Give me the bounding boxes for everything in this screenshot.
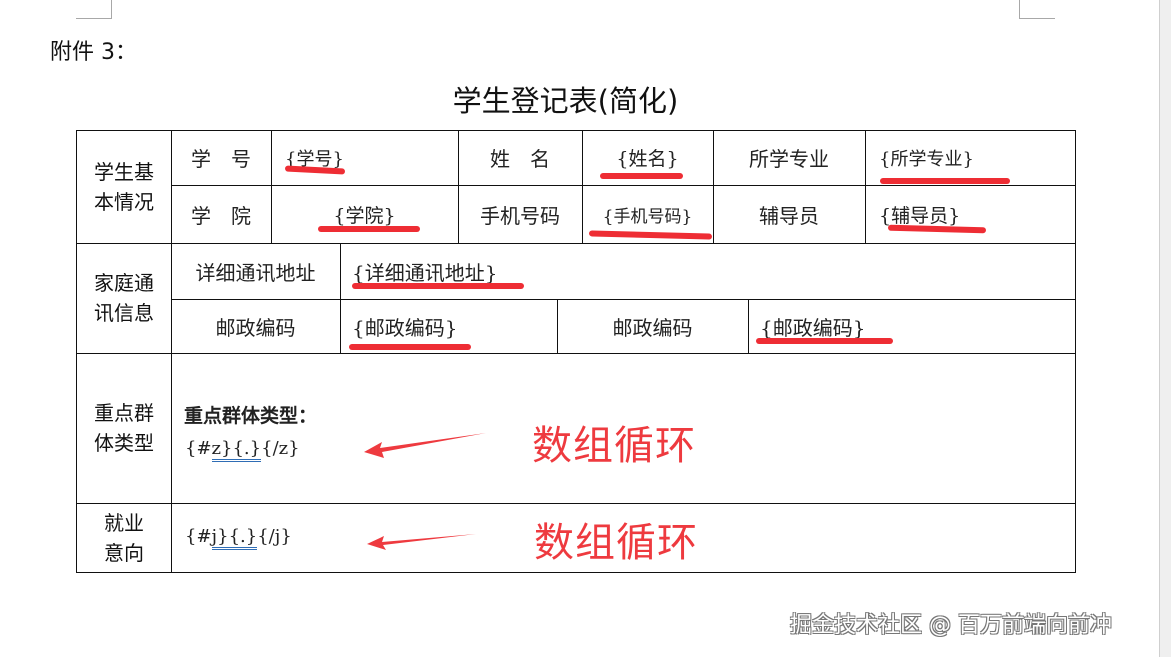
key-group-loop-template[interactable]: {#z}{.}{/z} (185, 438, 300, 462)
student-id-label: 学 号 (191, 147, 251, 171)
annotation-underline (600, 173, 683, 179)
table-line (713, 130, 715, 243)
address-field[interactable]: {详细通讯地址} (352, 260, 498, 285)
annotation-underline (756, 338, 893, 344)
loop-close: {/j} (257, 526, 292, 547)
loop-open: {# (185, 526, 212, 547)
name-field[interactable]: {姓名} (616, 148, 679, 170)
table-line (557, 299, 559, 353)
annotation-underline (318, 226, 420, 232)
annotation-underline (352, 283, 524, 289)
postcode-label-1: 邮政编码 (215, 315, 296, 340)
phone-field[interactable]: {手机号码} (602, 206, 693, 227)
table-border-right (1075, 130, 1077, 573)
table-line (748, 299, 750, 353)
table-line (171, 299, 1076, 301)
table-line (865, 130, 867, 243)
document-title: 学生登记表(简化) (452, 84, 679, 118)
table-line (458, 130, 460, 243)
postcode-label-2: 邮政编码 (612, 315, 693, 340)
page-corner-mark-right (1019, 0, 1055, 19)
student-id-field[interactable]: {学号} (285, 148, 344, 170)
major-label: 所学专业 (749, 147, 829, 171)
counselor-field[interactable]: {辅导员} (879, 204, 961, 227)
college-field[interactable]: {学院} (333, 204, 396, 227)
annotation-underline (349, 344, 471, 350)
annotation-underline (880, 178, 1010, 184)
name-label: 姓 名 (490, 147, 550, 171)
arrow-left-icon (364, 433, 486, 458)
table-border-top (76, 130, 1076, 132)
college-label: 学 院 (191, 203, 251, 228)
arrow-left-icon (367, 534, 476, 550)
address-label: 详细通讯地址 (195, 260, 316, 285)
table-line (76, 503, 1076, 505)
table-line (171, 185, 1076, 187)
loop-item: {.} (232, 438, 262, 462)
counselor-label: 辅导员 (759, 203, 819, 228)
loop-item: {.} (228, 526, 258, 550)
loop-var: z} (211, 438, 233, 462)
table-line (76, 353, 1076, 355)
key-group-heading: 重点群体类型： (184, 405, 318, 427)
scrollbar-track[interactable] (1159, 0, 1171, 657)
postcode-field-2[interactable]: {邮政编码} (760, 315, 866, 340)
loop-close: {/z} (261, 438, 300, 459)
table-line (271, 130, 273, 243)
attachment-label: 附件 3： (50, 40, 137, 65)
table-line (582, 130, 584, 243)
annotation-array-loop: 数组循环 (532, 423, 696, 469)
section-employment: 就业意向 (104, 510, 144, 565)
section-basic-info: 学生基本情况 (94, 159, 154, 214)
table-line (340, 243, 342, 353)
employment-loop-template[interactable]: {#j}{.}{/j} (185, 526, 292, 550)
table-border-left (76, 130, 78, 573)
loop-var: j} (211, 526, 229, 550)
postcode-field-1[interactable]: {邮政编码} (352, 315, 458, 340)
section-key-group: 重点群体类型 (94, 401, 154, 455)
phone-label: 手机号码 (480, 203, 560, 228)
table-border-bottom (76, 572, 1076, 574)
major-field[interactable]: {所学专业} (879, 148, 974, 170)
section-family-contact: 家庭通讯信息 (94, 271, 154, 325)
table-line (171, 130, 173, 573)
watermark: 掘金技术社区 @ 百万前端向前冲 (790, 613, 1112, 638)
loop-open: {# (185, 438, 212, 459)
table-line (76, 243, 1076, 245)
annotation-array-loop: 数组循环 (534, 520, 698, 566)
page-corner-mark-left (76, 0, 112, 19)
